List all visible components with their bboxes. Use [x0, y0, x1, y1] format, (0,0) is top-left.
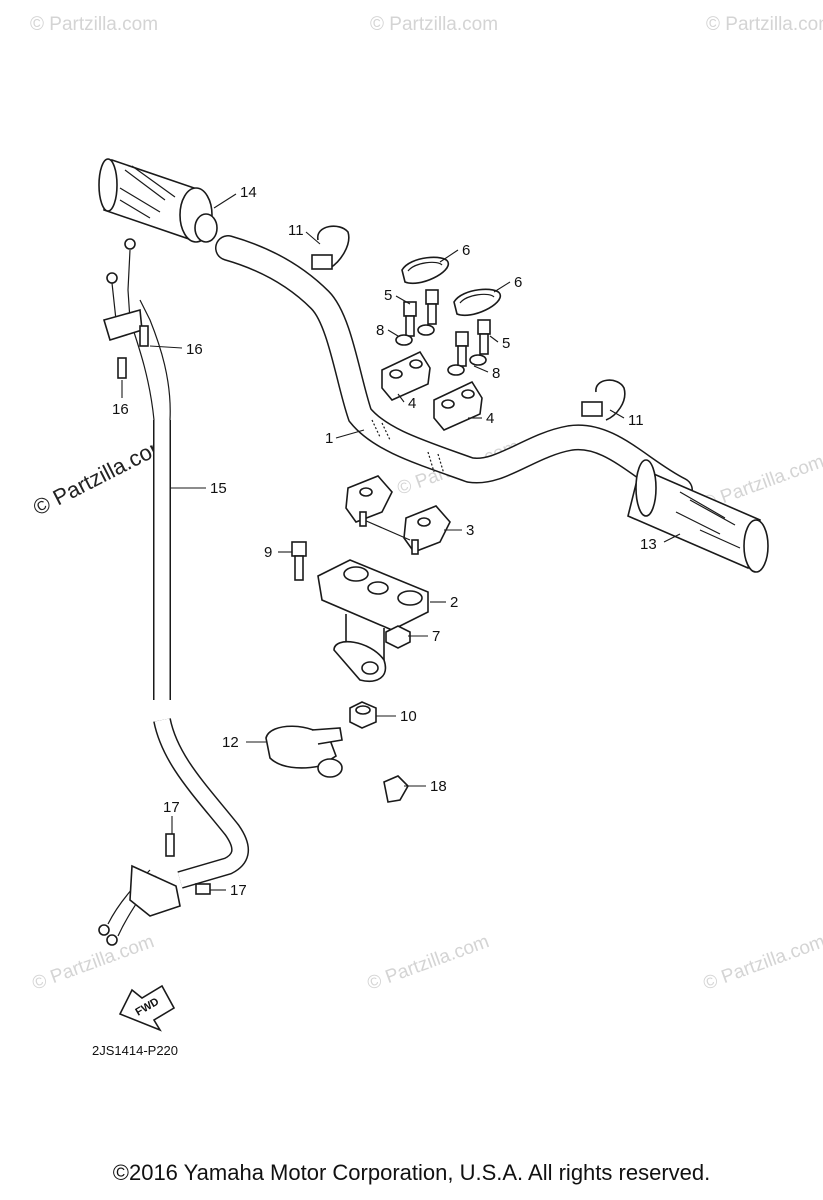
switch-12 — [265, 725, 343, 778]
watermark: © Partzilla.com — [30, 14, 158, 35]
callout-16: 16 — [112, 401, 129, 418]
callout-1: 1 — [325, 430, 333, 447]
throttle-grip — [98, 158, 218, 243]
throttle-cable — [98, 238, 250, 946]
callout-6: 6 — [462, 242, 470, 259]
clip-18 — [383, 775, 409, 803]
fwd-arrow: FWD — [118, 984, 176, 1032]
steering-bracket — [317, 559, 429, 682]
bolt-9 — [291, 541, 307, 581]
upper-holder-left — [381, 350, 431, 401]
callout-3: 3 — [466, 522, 474, 539]
nut-7 — [385, 625, 411, 649]
callout-17: 17 — [163, 799, 180, 816]
callout-5: 5 — [384, 287, 392, 304]
leader-lines — [121, 193, 681, 891]
callout-15: 15 — [210, 480, 227, 497]
right-grip — [627, 459, 769, 573]
callout-8: 8 — [492, 365, 500, 382]
washer-right — [447, 354, 487, 376]
callout-17: 17 — [230, 882, 247, 899]
diagram-code: 2JS1414-P220 — [92, 1043, 178, 1058]
callout-5: 5 — [502, 335, 510, 352]
callout-6: 6 — [514, 274, 522, 291]
bolt-upper-right — [455, 319, 491, 367]
band-clamp-left — [311, 225, 350, 270]
callout-14: 14 — [240, 184, 257, 201]
watermark: © Partzilla.com — [365, 931, 492, 995]
callout-10: 10 — [400, 708, 417, 725]
callout-8: 8 — [376, 322, 384, 339]
callout-7: 7 — [432, 628, 440, 645]
callout-11: 11 — [288, 222, 304, 239]
copyright-notice: ©2016 Yamaha Motor Corporation, U.S.A. A… — [112, 1160, 711, 1185]
callout-16: 16 — [186, 341, 203, 358]
side-watermark: © Partzilla.com — [29, 431, 172, 521]
callout-4: 4 — [408, 395, 416, 412]
handlebar — [215, 235, 693, 503]
callout-2: 2 — [450, 594, 458, 611]
callout-11: 11 — [628, 412, 644, 429]
watermark: © Partzilla.com — [701, 931, 823, 995]
callout-9: 9 — [264, 544, 272, 561]
callout-4: 4 — [486, 410, 494, 427]
watermark: © Partzilla.com — [706, 14, 823, 35]
lower-holder — [345, 475, 451, 555]
nut-10 — [349, 701, 377, 729]
callout-18: 18 — [430, 778, 447, 795]
holder-cap-left — [401, 256, 449, 285]
callout-12: 12 — [222, 734, 239, 751]
band-clamp-right — [581, 379, 626, 421]
callout-13: 13 — [640, 536, 657, 553]
watermark: © Partzilla.com — [370, 14, 498, 35]
callouts: 1 2 3 4 4 5 5 6 6 7 8 8 9 10 11 11 12 13… — [112, 184, 657, 899]
bolt-upper-left — [403, 289, 439, 337]
washer-left — [395, 324, 435, 346]
holder-cap-right — [453, 288, 501, 317]
upper-holder-right — [433, 380, 483, 431]
watermark: © Partzilla.com — [30, 931, 157, 995]
